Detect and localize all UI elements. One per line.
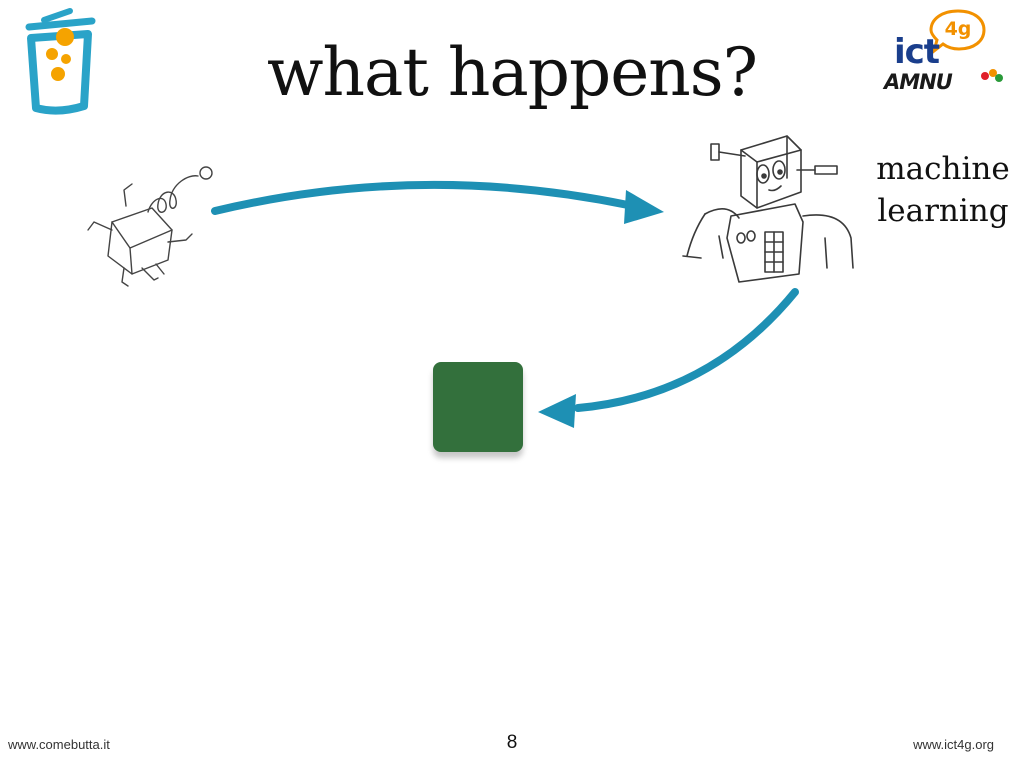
page-number: 8 [497,732,527,754]
green-box [433,362,523,452]
footer-right-url[interactable]: www.ict4g.org [913,737,994,752]
footer-left-url[interactable]: www.comebutta.it [8,737,110,752]
